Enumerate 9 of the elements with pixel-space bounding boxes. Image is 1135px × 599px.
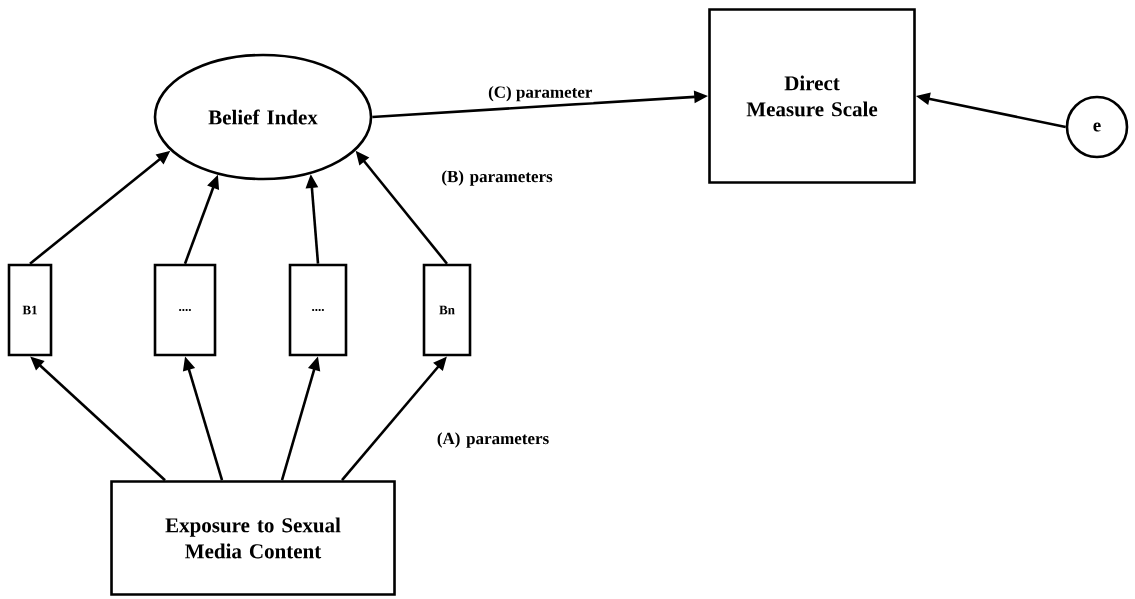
parameter-label: (B) parameters [442, 170, 553, 186]
indicator-box: .... [153, 263, 217, 357]
parameter-label: (A) parameters [437, 432, 549, 448]
indicator-box: .... [288, 263, 348, 357]
indicator-box: Bn [422, 263, 472, 357]
edge-label: (C) parameter [487, 84, 594, 103]
measure-box: Direct Measure Scale [708, 8, 916, 184]
exposure-box: Exposure to Sexual Media Content [110, 480, 396, 596]
indicator-box: B1 [7, 263, 53, 357]
